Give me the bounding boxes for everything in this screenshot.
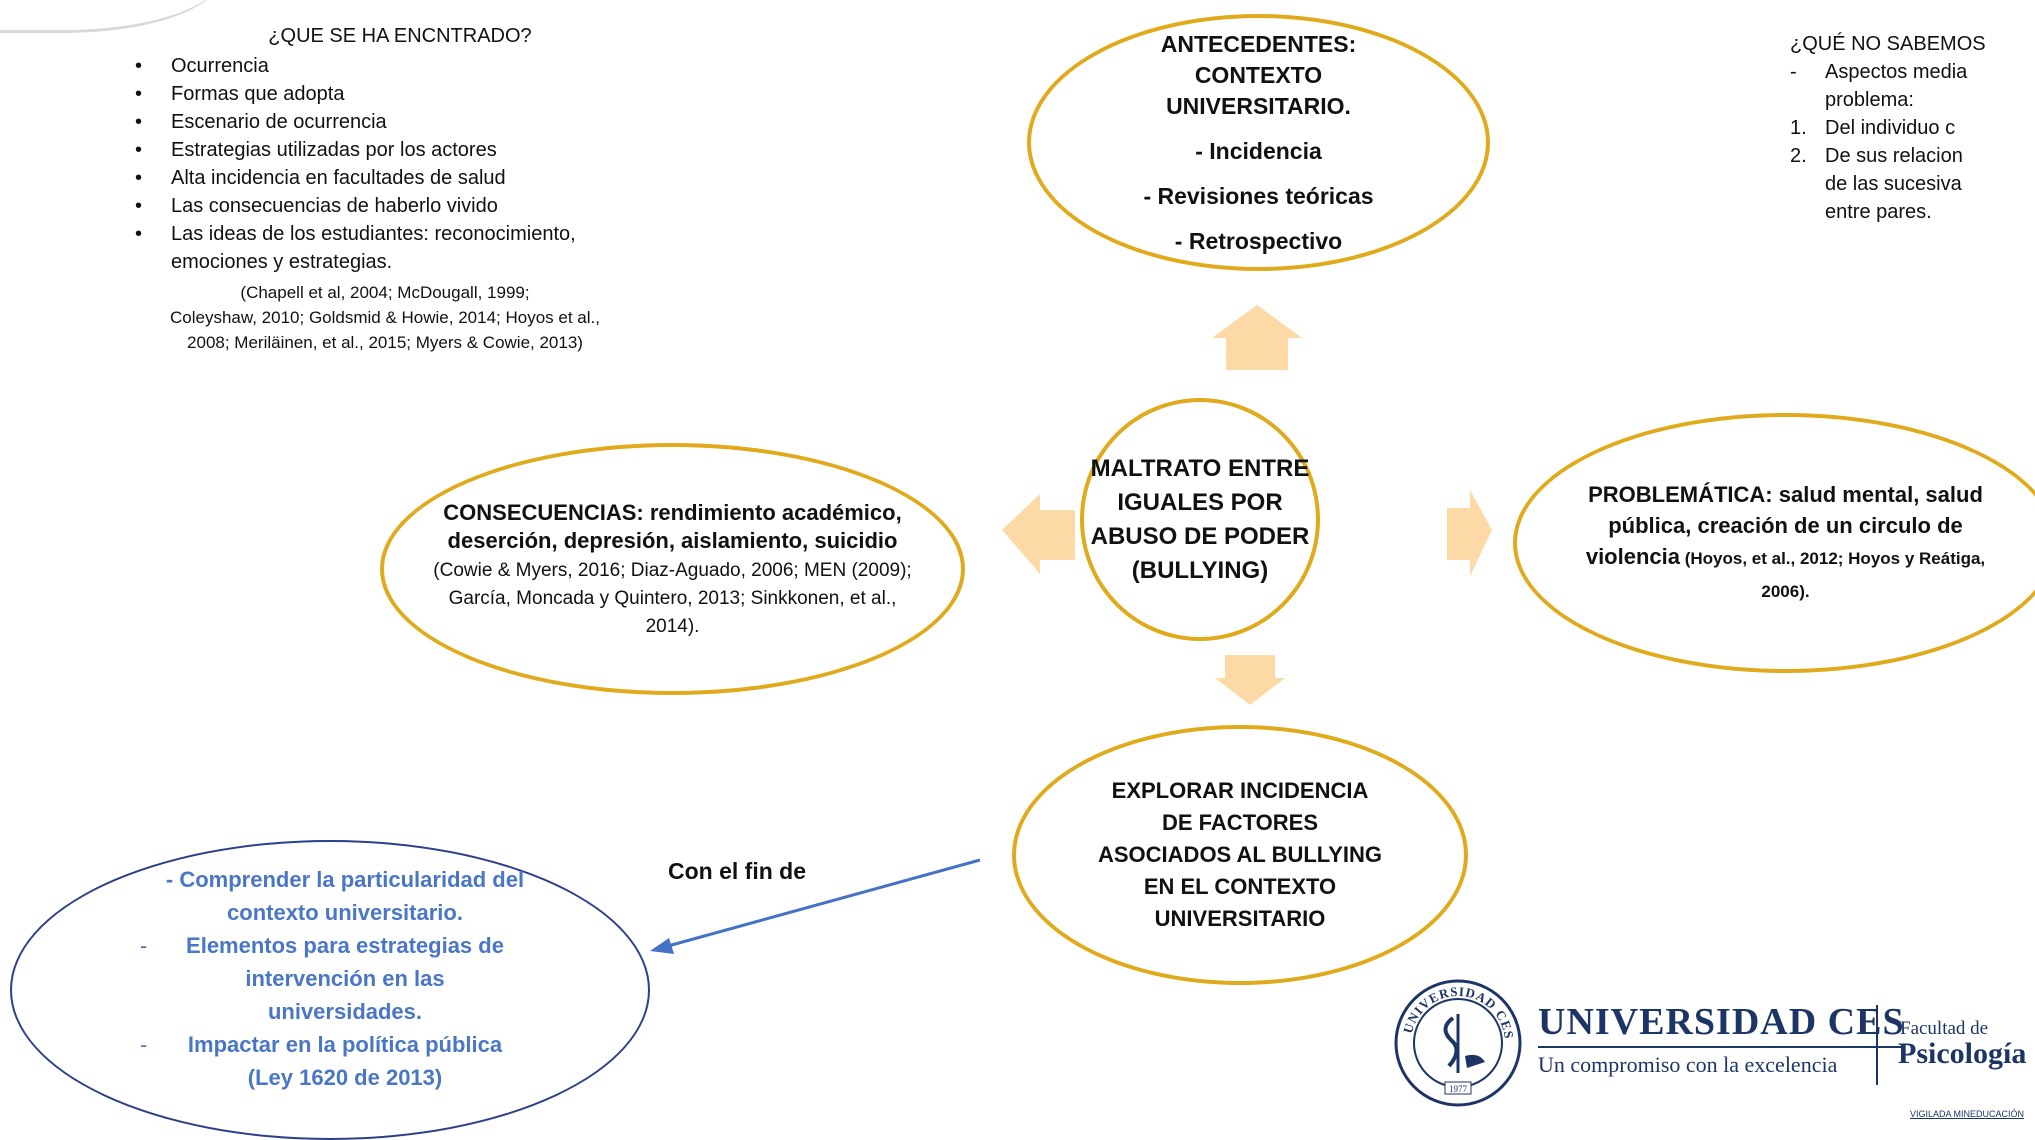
faculty-name: Psicología (1898, 1037, 2027, 1070)
node-text: EN EL CONTEXTO (1143, 874, 1337, 899)
unknown-text: Del individuo c (1825, 117, 1956, 139)
list-item: Las ideas de los estudiantes: reconocimi… (135, 220, 645, 276)
university-slogan: Un compromiso con la excelencia (1538, 1046, 1905, 1078)
node-text: CONSECUENCIAS: rendimiento académico, de… (424, 499, 921, 639)
goal-item: - Elementos para estrategias de (125, 929, 545, 962)
node-text: ASOCIADOS AL BULLYING (1098, 842, 1382, 867)
unknown-text: problema: (1825, 89, 1914, 111)
reference-line: (Chapell et al, 2004; McDougall, 1999; (240, 283, 530, 302)
arrow-up-icon (1212, 305, 1302, 370)
unknown-dash-item-cont: problema: (1790, 86, 2035, 114)
node-text: PROBLEMÁTICA: salud mental, salud públic… (1577, 479, 1994, 607)
unknown-section: ¿QUÉ NO SABEMOS -Aspectos media problema… (1790, 30, 2035, 226)
node-text: ABUSO DE PODER (1090, 522, 1310, 550)
reference-line: 2008; Meriläinen, et al., 2015; Myers & … (187, 333, 583, 352)
found-section: ¿QUE SE HA ENCNTRADO? Ocurrencia Formas … (125, 22, 645, 355)
found-header: ¿QUE SE HA ENCNTRADO? (268, 25, 532, 47)
goal-line: Elementos para estrategias de (186, 933, 504, 958)
node-text: EXPLORAR INCIDENCIA (1111, 778, 1369, 803)
arrow-right-icon (1447, 490, 1492, 576)
unknown-dash-item: -Aspectos media (1790, 61, 1968, 83)
unknown-numbered-item: 2. De sus relacion (1790, 142, 2035, 170)
goals-node (10, 840, 650, 1140)
explorar-node: EXPLORAR INCIDENCIA DE FACTORES ASOCIADO… (1012, 725, 1468, 985)
university-wordmark: UNIVERSIDAD CES Un compromiso con la exc… (1538, 1000, 1905, 1078)
goal-line: contexto universitario. (227, 900, 463, 925)
central-node: MALTRATO ENTRE IGUALES POR ABUSO DE PODE… (1080, 398, 1320, 641)
logo-divider (1876, 1005, 1878, 1085)
node-text: DE FACTORES (1161, 810, 1319, 835)
goals-text: - Comprender la particularidad del conte… (125, 863, 545, 1094)
node-references: (Cowie & Myers, 2016; Diaz-Aguado, 2006;… (433, 560, 912, 637)
node-text: MALTRATO ENTRE (1090, 454, 1310, 482)
goal-line: (Ley 1620 de 2013) (247, 1065, 443, 1090)
unknown-text: entre pares. (1825, 201, 1932, 223)
consecuencias-node: CONSECUENCIAS: rendimiento académico, de… (380, 443, 965, 695)
node-text: UNIVERSITARIO (1154, 906, 1326, 931)
unknown-item-cont: entre pares. (1790, 198, 2035, 226)
goal-dash: - (140, 1032, 148, 1057)
node-item: - Revisiones teóricas (1143, 182, 1374, 209)
node-title: ANTECEDENTES: (1160, 30, 1357, 57)
list-item: Escenario de ocurrencia (135, 108, 645, 136)
node-text: IGUALES POR (1117, 488, 1283, 516)
node-item: - Retrospectivo (1174, 227, 1343, 254)
unknown-header: ¿QUÉ NO SABEMOS (1790, 33, 1986, 55)
arrow-left-icon (1002, 494, 1075, 574)
list-item: Estrategias utilizadas por los actores (135, 136, 645, 164)
item-number: 2. (1790, 145, 1807, 167)
connector-label: Con el fin de (668, 858, 806, 884)
seal-year: 1977 (1449, 1084, 1468, 1094)
arrow-down-icon (1215, 655, 1285, 705)
unknown-item-cont: de las sucesiva (1790, 170, 2035, 198)
node-title: UNIVERSITARIO. (1166, 92, 1351, 119)
item-number: 1. (1790, 117, 1807, 139)
goal-dash: - (140, 933, 148, 958)
goal-item: - Impactar en la política pública (125, 1028, 545, 1061)
list-item: Formas que adopta (135, 80, 645, 108)
unknown-text: De sus relacion (1825, 145, 1963, 167)
list-item: Alta incidencia en facultades de salud (135, 164, 645, 192)
node-references: (Hoyos, et al., 2012; Hoyos y Reátiga, 2… (1679, 549, 1986, 601)
node-title: CONTEXTO (1194, 61, 1323, 88)
found-references: (Chapell et al, 2004; McDougall, 1999; C… (125, 280, 645, 355)
connector-arrowhead-icon (650, 938, 674, 954)
university-seal-icon: UNIVERSIDAD CES 1977 (1394, 979, 1522, 1107)
reference-line: Coleyshaw, 2010; Goldsmid & Howie, 2014;… (170, 308, 600, 327)
unknown-numbered-item: 1. Del individuo c (1790, 114, 2035, 142)
connector-line (667, 858, 981, 948)
problematica-node: PROBLEMÁTICA: salud mental, salud públic… (1513, 413, 2035, 673)
goal-line: - Comprender la particularidad del (165, 867, 525, 892)
vigilada-label: VIGILADA MINEDUCACIÓN (1910, 1109, 2025, 1119)
antecedentes-node: ANTECEDENTES: CONTEXTO UNIVERSITARIO. - … (1027, 14, 1490, 271)
list-item: Ocurrencia (135, 52, 645, 80)
node-text: (BULLYING) (1131, 556, 1269, 584)
faculty-prefix: Facultad de (1900, 1018, 1989, 1039)
found-list: Ocurrencia Formas que adopta Escenario d… (125, 52, 645, 276)
node-title: CONSECUENCIAS: rendimiento académico, de… (443, 500, 902, 553)
node-title: PROBLEMÁTICA: salud mental, salud públic… (1585, 482, 1983, 569)
goal-line: Impactar en la política pública (187, 1032, 503, 1057)
list-item: Las consecuencias de haberlo vivido (135, 192, 645, 220)
node-item: - Incidencia (1195, 137, 1322, 164)
university-name: UNIVERSIDAD CES (1538, 1001, 1905, 1043)
unknown-text: de las sucesiva (1825, 173, 1962, 195)
unknown-text: Aspectos media (1825, 61, 1968, 83)
goal-line: intervención en las (245, 966, 445, 991)
goal-line: universidades. (267, 999, 423, 1024)
